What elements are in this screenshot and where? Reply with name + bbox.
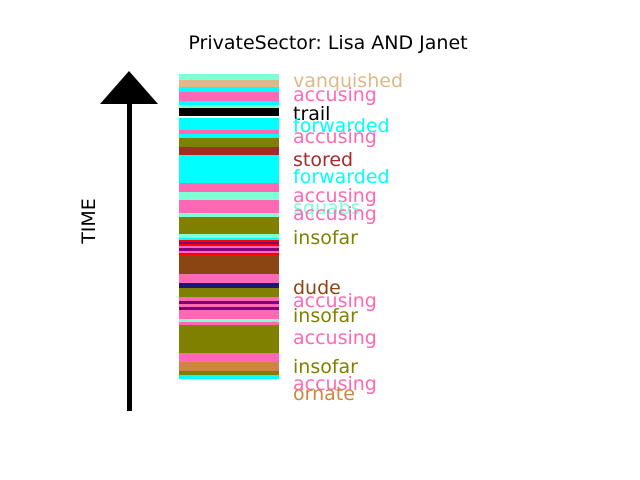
event-label: accusing: [293, 126, 377, 148]
event-labels: vanquishedaccusingtrailforwardedaccusing…: [293, 70, 403, 405]
stripe-14: [179, 183, 279, 192]
stripe-17: [179, 200, 279, 209]
stripe-0: [179, 74, 279, 80]
stripe-32: [179, 283, 279, 288]
event-label: insofar: [293, 227, 358, 249]
stripe-36: [179, 304, 279, 307]
time-arrow: [100, 71, 158, 411]
stripe-37: [179, 307, 279, 310]
stripe-10: [179, 134, 279, 138]
stripe-18: [179, 209, 279, 213]
event-label: squabs: [293, 197, 361, 219]
stripe-11: [179, 138, 279, 147]
stripe-44: [179, 371, 279, 375]
event-label: accusing: [293, 290, 377, 312]
stripe-31: [179, 274, 279, 283]
stripe-1: [179, 80, 279, 87]
stripe-23: [179, 240, 279, 242]
stripe-5: [179, 105, 279, 108]
stripe-19: [179, 213, 279, 217]
stripe-27: [179, 248, 279, 251]
stripe-21: [179, 234, 279, 238]
event-label: stored: [293, 149, 353, 171]
stripe-8: [179, 118, 279, 130]
event-label: ornate: [293, 383, 355, 405]
event-label: vanquished: [293, 70, 403, 92]
stripe-40: [179, 322, 279, 325]
stripe-45: [179, 375, 279, 379]
stripe-9: [179, 130, 279, 134]
stripe-15: [179, 192, 279, 196]
y-axis-label: TIME: [78, 198, 100, 245]
event-label: trail: [293, 103, 330, 125]
event-label: insofar: [293, 305, 358, 327]
stripe-43: [179, 362, 279, 371]
event-label: dude: [293, 277, 341, 299]
chart-title: PrivateSector: Lisa AND Janet: [188, 32, 467, 54]
stripe-2: [179, 87, 279, 92]
stripe-16: [179, 196, 279, 200]
stripe-35: [179, 301, 279, 304]
stripe-20: [179, 217, 279, 234]
stripe-24: [179, 242, 279, 244]
event-label: accusing: [293, 84, 377, 106]
stripe-34: [179, 297, 279, 301]
stripe-33: [179, 288, 279, 297]
stripe-13: [179, 155, 279, 183]
stripe-26: [179, 246, 279, 248]
stripe-4: [179, 101, 279, 105]
stripe-25: [179, 244, 279, 246]
stripe-6: [179, 108, 279, 116]
stripe-41: [179, 325, 279, 353]
event-label: insofar: [293, 356, 358, 378]
event-label: accusing: [293, 185, 377, 207]
stripe-22: [179, 238, 279, 240]
stripe-12: [179, 147, 279, 155]
stripe-42: [179, 353, 279, 362]
event-label: accusing: [293, 203, 377, 225]
stripe-column: [179, 74, 279, 379]
stripe-3: [179, 92, 279, 101]
stripe-30: [179, 255, 279, 274]
stripe-7: [179, 116, 279, 118]
event-label: forwarded: [293, 166, 390, 188]
time-arrow-head: [100, 71, 158, 104]
stripe-28: [179, 251, 279, 253]
stripe-39: [179, 319, 279, 322]
event-label: accusing: [293, 327, 377, 349]
stripe-38: [179, 310, 279, 319]
event-label: forwarded: [293, 115, 390, 137]
stripe-29: [179, 253, 279, 255]
event-label: accusing: [293, 373, 377, 395]
